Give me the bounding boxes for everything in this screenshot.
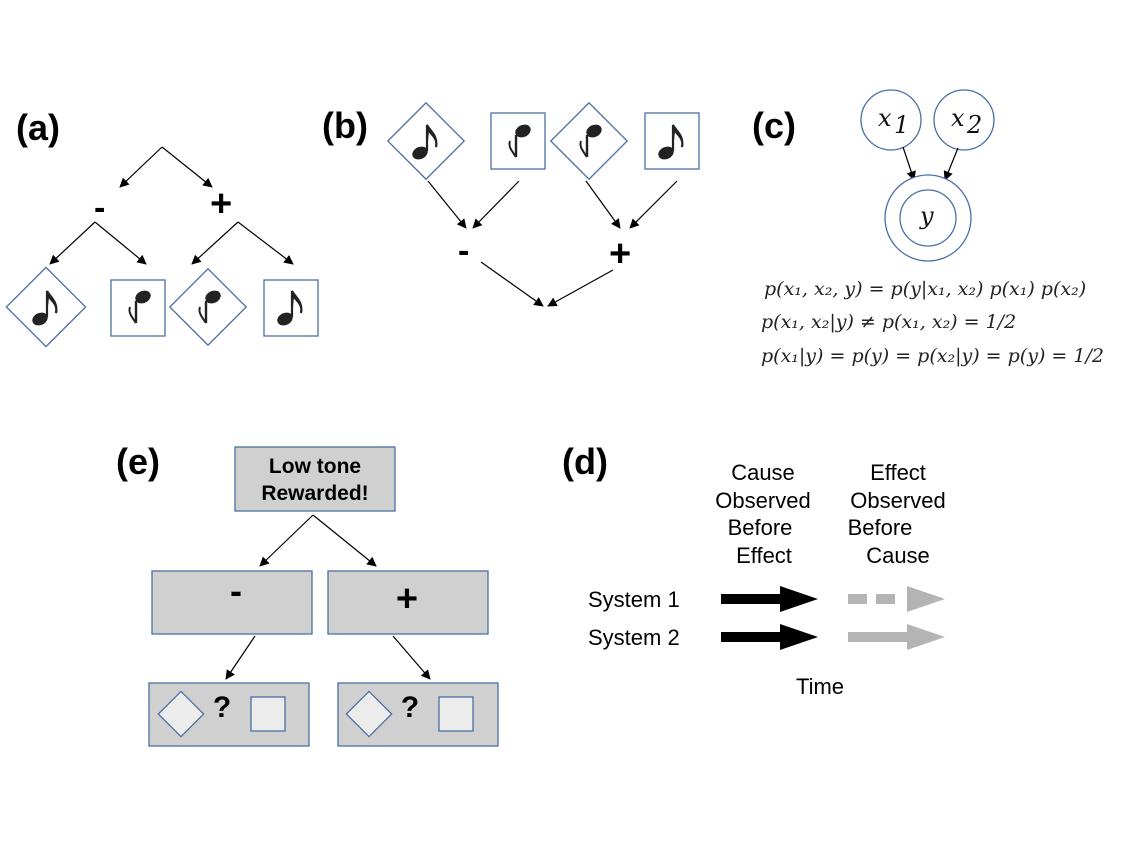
note-diamond-a-3 <box>168 267 248 347</box>
edge-b-4-plus <box>629 180 678 229</box>
panel-e-label: (e) <box>116 441 160 482</box>
minus-box: - <box>151 570 313 635</box>
sign-plus-a: + <box>210 183 232 225</box>
note-diamond-b-3 <box>549 101 629 181</box>
reward-box: Low tone Rewarded! <box>234 446 396 512</box>
panel-e: (e) Low tone Rewarded! - + ? ? <box>116 441 499 747</box>
panel-c: (c) x 1 x 2 y p(x₁, x₂, y) = p(y|x₁, x₂)… <box>752 89 1104 367</box>
question-left: ? <box>213 691 231 724</box>
note-square-a-2 <box>110 279 166 337</box>
node-y: y <box>884 174 972 262</box>
edge-a-minus-right <box>94 221 147 265</box>
reward-box-line2: Rewarded! <box>261 482 368 505</box>
reward-box-line1: Low tone <box>269 455 361 478</box>
col2-line4: Cause <box>866 543 930 568</box>
edge-e-minus-down <box>225 635 256 680</box>
edge-b-minus-out <box>480 261 544 307</box>
diamond-stimulus-left <box>157 690 205 738</box>
arrow-system1-cause-first <box>721 586 818 612</box>
panel-b-label: (b) <box>322 105 368 146</box>
node-x1: x 1 <box>860 89 922 151</box>
square-stimulus-left <box>250 696 286 732</box>
sign-plus-b: + <box>609 233 631 275</box>
node-x1-label: x <box>878 104 892 132</box>
panel-a: (a) - + <box>5 107 319 348</box>
node-x2-subscript: 2 <box>966 111 982 139</box>
col2-line3: Before <box>848 515 913 540</box>
edge-e-plus-down <box>392 635 431 680</box>
edge-e-top-minus <box>259 514 314 567</box>
note-diamond-a-1 <box>5 266 87 348</box>
arrow-system1-effect-first-dashed <box>848 586 945 612</box>
edge-a-plus-left <box>191 221 239 265</box>
choice-box-right: ? <box>337 682 499 747</box>
panel-b: (b) - + <box>322 101 700 307</box>
header-effect-first: Effect Observed Before Cause <box>848 460 946 568</box>
edge-b-plus-out <box>547 269 614 307</box>
edge-x2-y <box>943 147 959 181</box>
edge-a-root-minus <box>119 146 163 188</box>
col1-line1: Cause <box>731 460 795 485</box>
equation-1: p(x₁, x₂, y) = p(y|x₁, x₂) p(x₁) p(x₂) <box>764 278 1086 300</box>
col1-line3: Before <box>728 515 793 540</box>
node-x1-subscript: 1 <box>894 111 909 139</box>
plus-box: + <box>327 570 489 635</box>
note-square-b-4 <box>644 112 700 170</box>
edge-b-1-minus <box>427 180 467 229</box>
diamond-stimulus-right <box>345 690 393 738</box>
note-diamond-b-1 <box>386 101 466 181</box>
choice-box-left: ? <box>148 682 310 747</box>
edge-a-minus-left <box>49 221 96 265</box>
time-axis-label: Time <box>796 674 844 699</box>
col1-line2: Observed <box>715 488 810 513</box>
edge-a-plus-right <box>237 221 294 265</box>
edge-b-3-plus <box>585 180 621 229</box>
col2-line1: Effect <box>870 460 926 485</box>
plus-box-sign: + <box>396 578 418 620</box>
panel-d-label: (d) <box>562 441 608 482</box>
minus-box-sign: - <box>230 570 242 611</box>
node-x2-label: x <box>951 104 965 132</box>
edge-b-2-minus <box>472 180 520 229</box>
col1-line4: Effect <box>736 543 792 568</box>
note-square-b-2 <box>490 112 546 170</box>
panel-a-label: (a) <box>16 107 60 148</box>
edge-a-root-plus <box>161 146 213 188</box>
panel-d: (d) Cause Observed Before Effect Effect … <box>562 441 946 699</box>
col2-line2: Observed <box>850 488 945 513</box>
edge-e-top-plus <box>312 514 377 567</box>
edge-x1-y <box>902 146 916 181</box>
question-right: ? <box>401 691 419 724</box>
row-system-2: System 2 <box>588 625 680 650</box>
square-stimulus-right <box>438 696 474 732</box>
note-square-a-4 <box>263 279 319 337</box>
node-y-label: y <box>919 202 934 230</box>
sign-minus-b: - <box>458 232 469 270</box>
row-system-1: System 1 <box>588 587 680 612</box>
node-x2: x 2 <box>933 89 995 151</box>
equation-3: p(x₁|y) = p(y) = p(x₂|y) = p(y) = 1/2 <box>761 345 1104 367</box>
arrow-system2-cause-first <box>721 624 818 650</box>
panel-c-label: (c) <box>752 105 796 146</box>
arrow-system2-effect-first <box>848 624 945 650</box>
header-cause-first: Cause Observed Before Effect <box>715 460 810 568</box>
equation-2: p(x₁, x₂|y) ≠ p(x₁, x₂) = 1/2 <box>761 311 1016 333</box>
sign-minus-a: - <box>94 189 105 227</box>
